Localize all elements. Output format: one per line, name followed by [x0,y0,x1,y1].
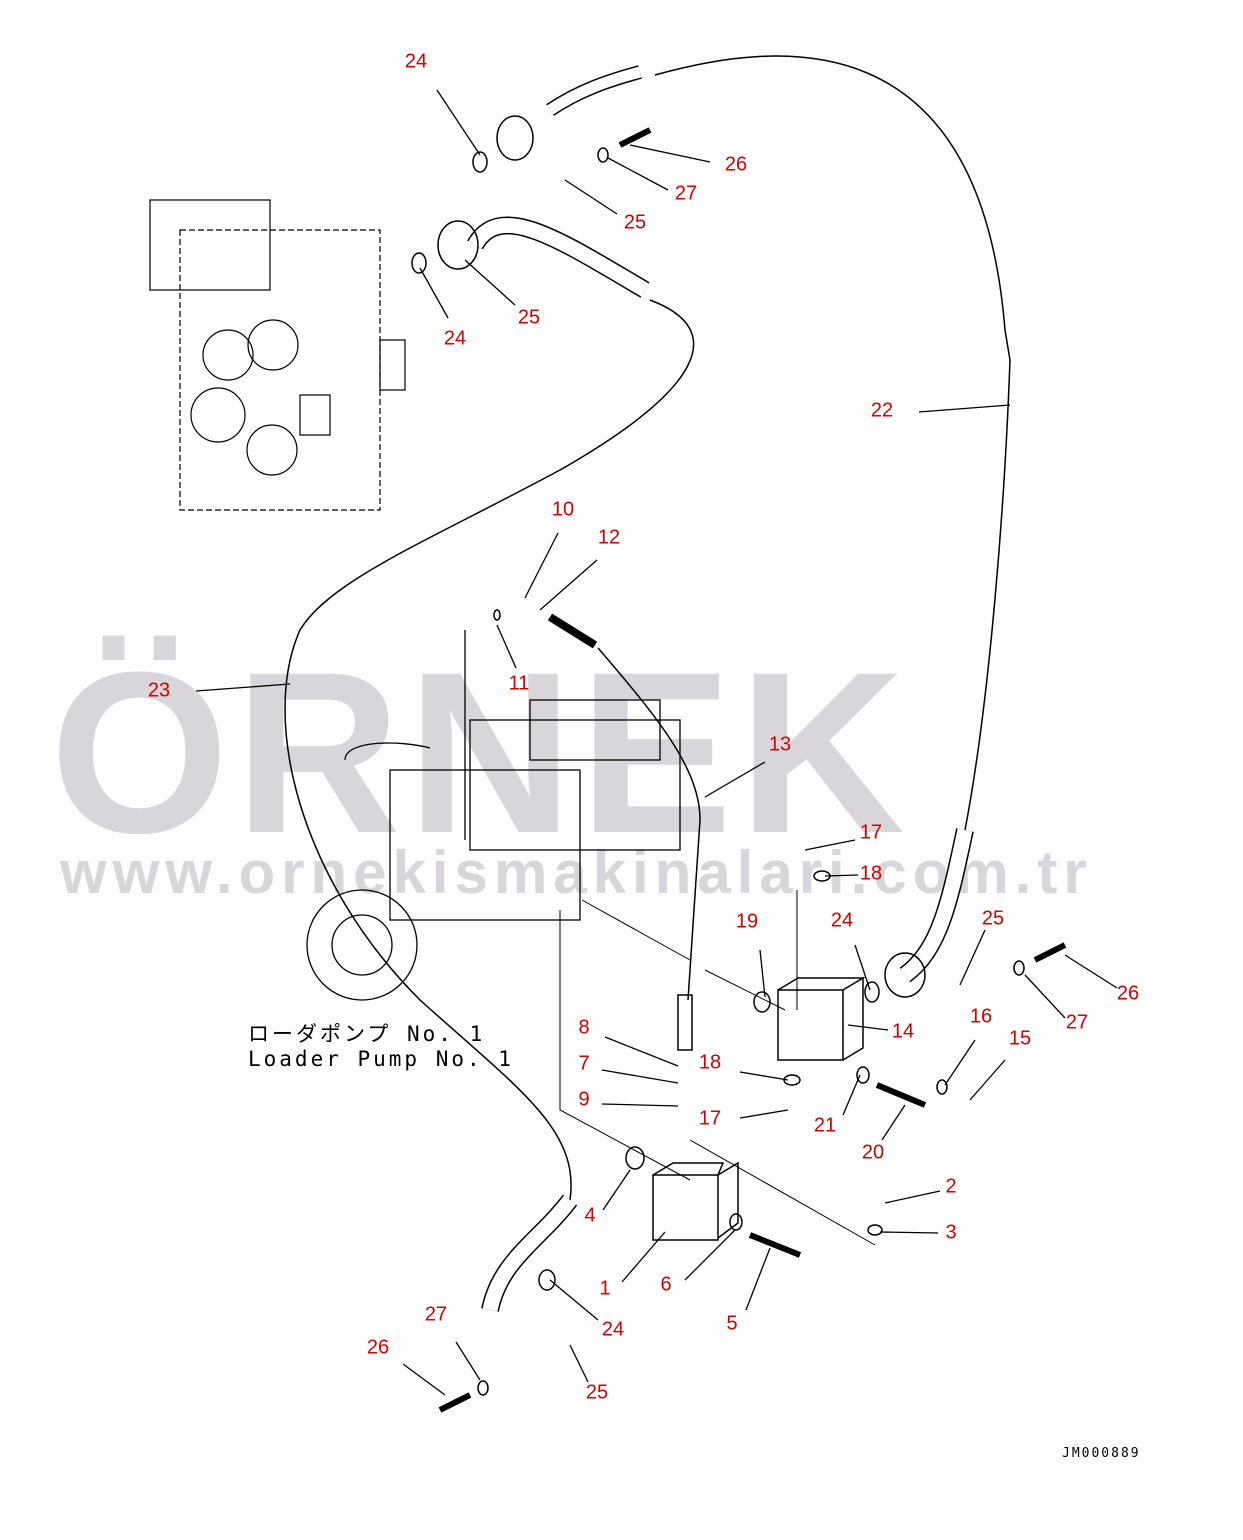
part-number-label: 24 [443,327,467,350]
valve-block-14 [777,989,844,1061]
leader-lines [195,89,1118,1396]
part-number-label: 4 [584,1204,596,1227]
part-number-label: 7 [578,1052,590,1075]
part-number-label: 22 [870,399,894,422]
part-number-label: 5 [726,1312,738,1335]
part-number-label: 18 [859,862,883,885]
part-number-label: 27 [674,182,698,205]
part-number-label: 10 [551,498,575,521]
part-number-label: 17 [859,821,883,844]
part-number-label: 14 [891,1020,915,1043]
part-number-label: 13 [768,733,792,756]
part-number-label: 21 [813,1114,837,1137]
valve-block-1 [652,1174,719,1241]
part-number-label: 17 [698,1107,722,1130]
part-number-label: 26 [724,153,748,176]
watermark-text: ÖRNEK [50,624,911,881]
hose-13 [597,647,701,1001]
part-number-label: 8 [578,1016,590,1039]
part-number-label: 26 [366,1336,390,1359]
part-number-label: 15 [1008,1027,1032,1050]
loader-pump [306,630,681,1001]
hose-23 [284,299,695,1201]
part-number-label: 24 [830,909,854,932]
part-number-label: 25 [517,306,541,329]
o-rings [411,147,1025,1396]
hose-22 [654,55,1011,831]
part-number-label: 2 [945,1175,957,1198]
drawing-code: JM000889 [1062,1446,1141,1461]
caption-japanese: ローダポンプ No. 1 [248,1022,486,1046]
part-number-label: 3 [945,1221,957,1244]
part-number-label: 19 [735,910,759,933]
part-number-label: 9 [578,1088,590,1111]
part-number-label: 6 [660,1273,672,1296]
pump-caption: ローダポンプ No. 1 Loader Pump No. 1 [248,1022,514,1072]
part-number-label: 25 [585,1381,609,1404]
part-number-label: 12 [597,526,621,549]
part-number-label: 25 [981,907,1005,930]
part-number-label: 20 [861,1141,885,1164]
part-number-label: 18 [698,1051,722,1074]
part-number-label: 1 [599,1277,611,1300]
caption-english: Loader Pump No. 1 [248,1047,514,1071]
part-number-label: 16 [969,1005,993,1028]
part-number-label: 27 [1065,1011,1089,1034]
part-number-label: 26 [1116,982,1140,1005]
part-number-label: 24 [404,50,428,73]
part-number-label: 27 [424,1303,448,1326]
part-number-label: 11 [508,672,530,695]
transmission-housing [149,199,406,511]
part-number-label: 25 [623,211,647,234]
part-number-label: 23 [147,679,171,702]
part-number-label: 24 [601,1318,625,1341]
